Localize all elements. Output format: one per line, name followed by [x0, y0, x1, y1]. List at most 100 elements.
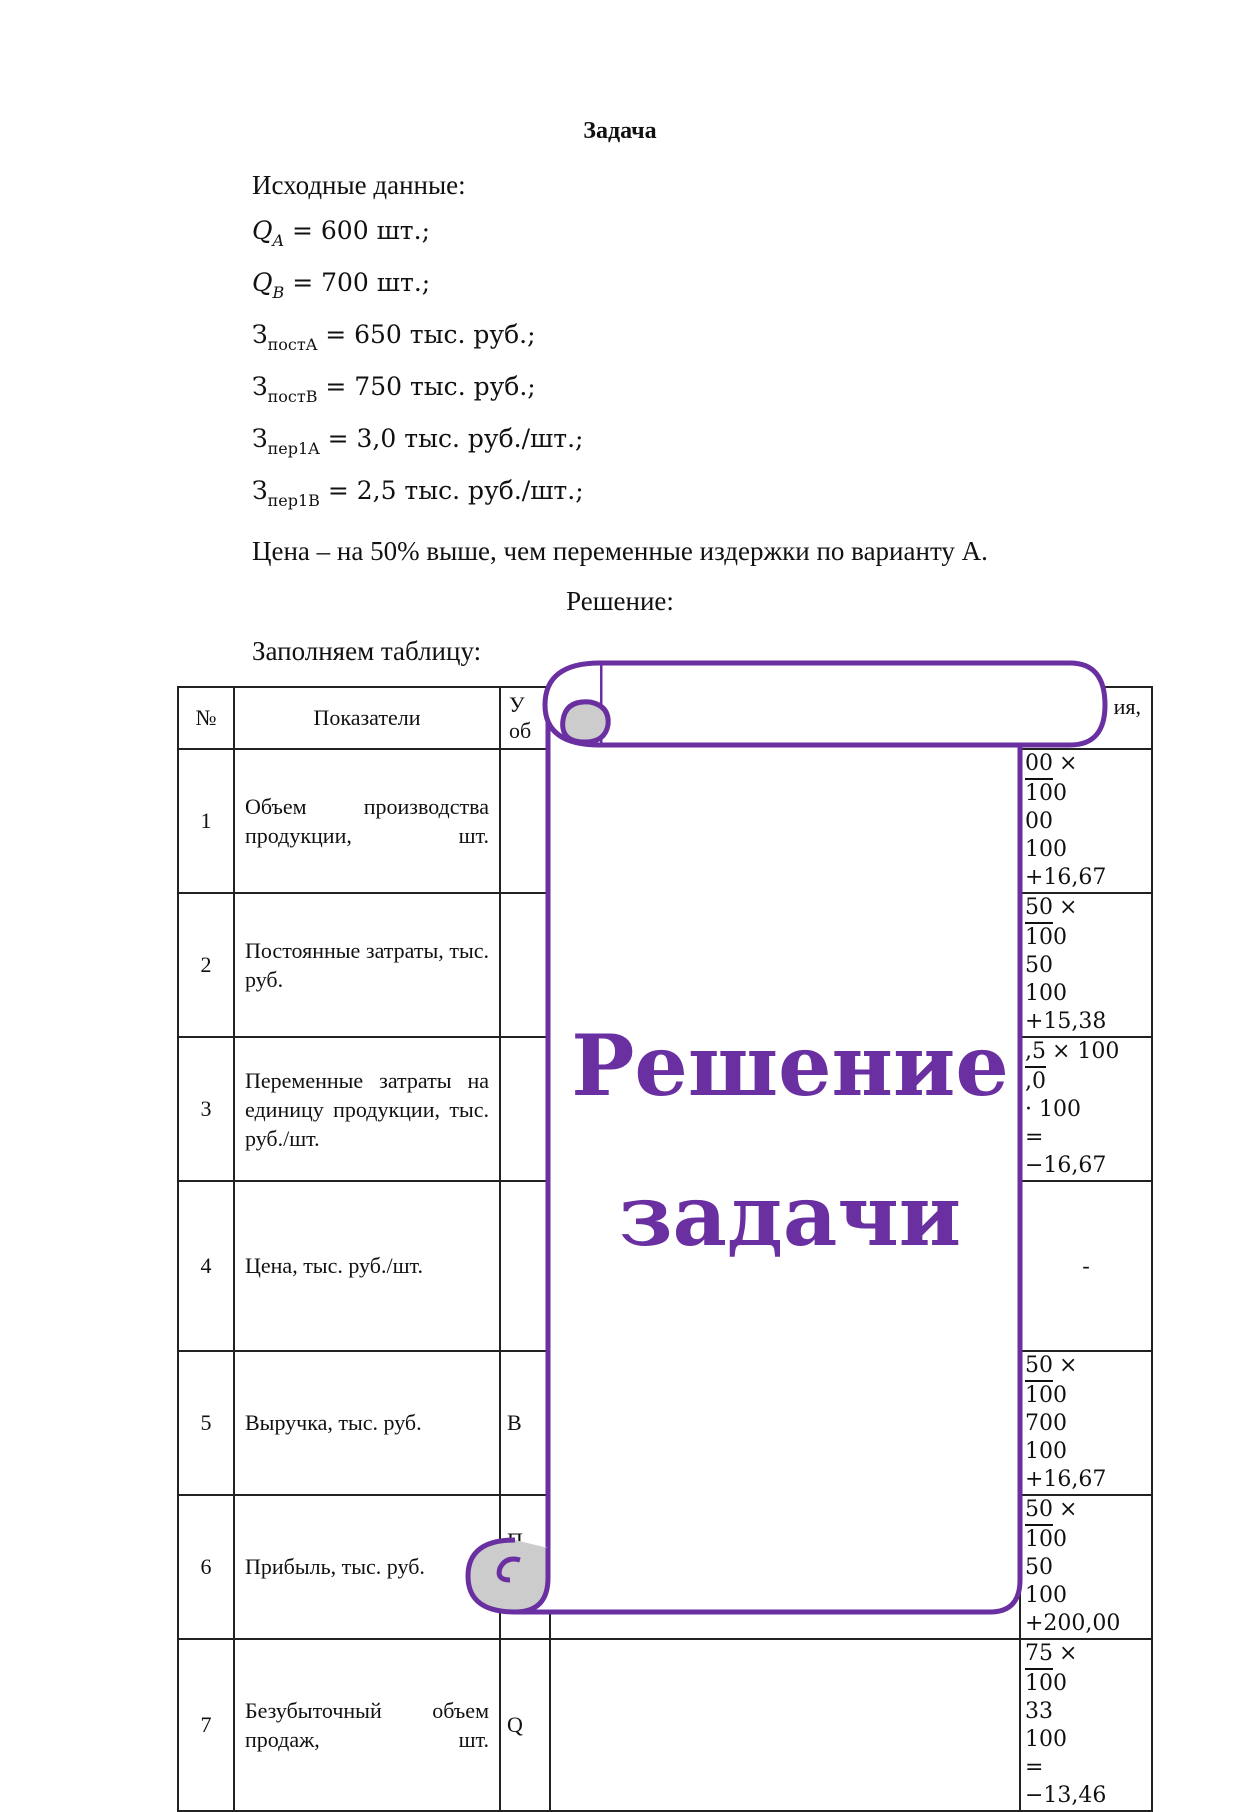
solution-label: Решение:	[566, 586, 674, 616]
calc-numerator: 75	[1025, 1640, 1053, 1670]
calc-numerator: 50	[1025, 894, 1053, 924]
header-number: №	[177, 686, 235, 750]
given-item: Зпер1B = 2,5 тыс. руб./шт.;	[252, 476, 584, 510]
row-number: 5	[177, 1350, 235, 1496]
given-item: QA = 600 шт.;	[252, 216, 430, 250]
calc-result: +15,38	[1025, 1009, 1107, 1034]
row-change: ,5× 100,0 · 100 = −16,67	[1019, 1036, 1153, 1182]
row-indicator: Постоянные затраты, тыс. руб.	[233, 892, 501, 1038]
given-label: Исходные данные:	[252, 170, 466, 200]
scroll-title-line1: Решение	[571, 1016, 1009, 1115]
calc-numerator: 00	[1025, 750, 1053, 780]
doc-title: Задача	[583, 118, 657, 144]
calc-denominator: 33	[1025, 1699, 1053, 1724]
calc-multiplier: × 100	[1025, 1641, 1078, 1696]
calc-result: = −13,46	[1025, 1755, 1107, 1808]
row-change: 75× 100 33 100 = −13,46	[1019, 1638, 1153, 1812]
row-change: -	[1019, 1180, 1153, 1352]
row-unit: В	[499, 1350, 551, 1496]
row-indicator: Цена, тыс. руб./шт.	[233, 1180, 501, 1352]
row-number: 2	[177, 892, 235, 1038]
calc-multiplier: × 100	[1025, 1353, 1078, 1408]
calc-term: 100	[1025, 1583, 1067, 1608]
row-hidden-cell	[549, 1638, 1021, 1812]
given-subscript: A	[272, 231, 285, 250]
calc-term: 100	[1025, 981, 1067, 1006]
row-indicator: Переменные затраты на единицу продукции,…	[233, 1036, 501, 1182]
fill-table-label: Заполняем таблицу:	[252, 636, 482, 666]
scroll-title-line2: задачи	[618, 1166, 962, 1265]
given-value: = 650 тыс. руб.;	[317, 320, 536, 349]
calc-numerator: 50	[1025, 1496, 1053, 1526]
calc-term: 100	[1025, 837, 1067, 862]
row-hidden-cell	[549, 748, 1021, 894]
given-subscript: пер1B	[267, 491, 320, 510]
calc-denominator: 700	[1025, 1411, 1067, 1436]
calc-denominator: 50	[1025, 953, 1053, 978]
row-indicator: Объем производства продукции, шт.	[233, 748, 501, 894]
row-number: 4	[177, 1180, 235, 1352]
row-unit: П = −	[499, 1494, 551, 1640]
row-indicator: Прибыль, тыс. руб.	[233, 1494, 501, 1640]
given-subscript: постB	[267, 387, 318, 406]
row-change: 50× 100 700 100 +16,67	[1019, 1350, 1153, 1496]
given-value: = 3,0 тыс. руб./шт.;	[319, 424, 584, 453]
header-indicators: Показатели	[233, 686, 501, 750]
row-indicator: Безубыточный объем продаж, шт.	[233, 1638, 501, 1812]
row-number: 1	[177, 748, 235, 894]
given-subscript: постA	[267, 335, 318, 354]
calc-result: +16,67	[1025, 865, 1107, 890]
price-note: Цена – на 50% выше, чем переменные издер…	[252, 536, 988, 566]
given-value: = 700 шт.;	[284, 268, 431, 297]
row-number: 3	[177, 1036, 235, 1182]
calc-term: · 100	[1025, 1097, 1081, 1122]
calc-term: 100	[1025, 1727, 1067, 1752]
calc-numerator: 50	[1025, 1352, 1053, 1382]
given-symbol: Q	[252, 268, 273, 297]
given-value: = 750 тыс. руб.;	[317, 372, 536, 401]
given-symbol: З	[252, 372, 268, 401]
calc-result: +16,67	[1025, 1467, 1107, 1492]
row-unit: Q	[499, 1638, 551, 1812]
row-unit	[499, 748, 551, 894]
given-item: Зпер1A = 3,0 тыс. руб./шт.;	[252, 424, 583, 458]
calc-multiplier: × 100	[1025, 751, 1078, 806]
given-symbol: З	[252, 320, 268, 349]
calc-denominator: ,0	[1025, 1069, 1046, 1094]
given-subscript: B	[272, 283, 285, 302]
calc-result: +200,00	[1025, 1611, 1121, 1636]
given-item: QB = 700 шт.;	[252, 268, 430, 302]
header-change: ия,	[1019, 686, 1153, 750]
row-number: 7	[177, 1638, 235, 1812]
calc-term: 100	[1025, 1439, 1067, 1464]
row-hidden-cell	[549, 1494, 1021, 1640]
calc-multiplier: × 100	[1025, 895, 1078, 950]
given-item: ЗпостB = 750 тыс. руб.;	[252, 372, 536, 406]
row-hidden-cell	[549, 1350, 1021, 1496]
calc-denominator: 00	[1025, 809, 1053, 834]
row-indicator: Выручка, тыс. руб.	[233, 1350, 501, 1496]
given-value: = 600 шт.;	[284, 216, 431, 245]
calc-multiplier: × 100	[1025, 1497, 1078, 1552]
calc-denominator: 50	[1025, 1555, 1053, 1580]
given-symbol: З	[252, 424, 268, 453]
given-value: = 2,5 тыс. руб./шт.;	[319, 476, 584, 505]
header-hidden	[549, 686, 1021, 750]
row-number: 6	[177, 1494, 235, 1640]
calc-numerator: ,5	[1025, 1038, 1046, 1068]
calc-result: = −16,67	[1025, 1125, 1107, 1178]
given-symbol: З	[252, 476, 268, 505]
calc-multiplier: × 100	[1052, 1039, 1120, 1064]
given-item: ЗпостA = 650 тыс. руб.;	[252, 320, 536, 354]
given-symbol: Q	[252, 216, 273, 245]
given-subscript: пер1A	[267, 439, 320, 458]
